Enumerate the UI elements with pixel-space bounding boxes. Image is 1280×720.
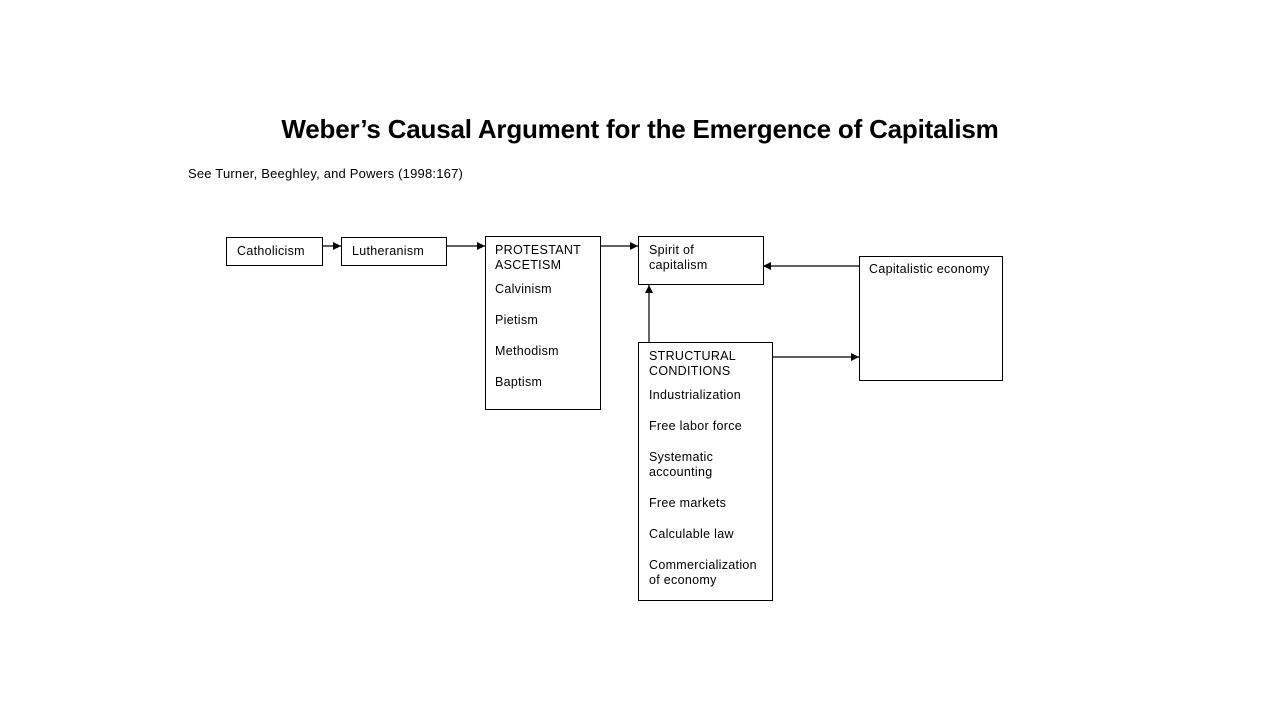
structural-item-calculable-law: Calculable law	[649, 527, 734, 541]
protestant-item-baptism: Baptism	[495, 375, 543, 389]
spirit-label: Spirit of capitalism	[649, 243, 708, 272]
capitalistic-economy-box: Capitalistic economy	[859, 256, 1003, 381]
spirit-of-capitalism-box: Spirit of capitalism	[638, 236, 764, 285]
structural-item-free-markets: Free markets	[649, 496, 727, 510]
structural-item-free-labor: Free labor force	[649, 419, 743, 433]
catholicism-box: Catholicism	[226, 237, 323, 266]
structural-heading: STRUCTURAL CONDITIONS	[649, 349, 737, 378]
protestant-heading: PROTESTANT ASCETISM	[495, 243, 582, 272]
structural-conditions-box: STRUCTURAL CONDITIONS Industrialization …	[638, 342, 773, 601]
structural-item-accounting: Systematic accounting	[649, 450, 714, 479]
protestant-item-pietism: Pietism	[495, 313, 539, 327]
capitalistic-label: Capitalistic economy	[869, 262, 990, 276]
protestant-ascetism-box: PROTESTANT ASCETISM Calvinism Pietism Me…	[485, 236, 601, 410]
lutheranism-label: Lutheranism	[352, 244, 425, 258]
protestant-item-methodism: Methodism	[495, 344, 559, 358]
protestant-item-calvinism: Calvinism	[495, 282, 552, 296]
citation-subtitle: See Turner, Beeghley, and Powers (1998:1…	[188, 166, 464, 181]
structural-item-commercialization: Commercialization of economy	[649, 558, 757, 587]
diagram-title: Weber’s Causal Argument for the Emergenc…	[281, 114, 999, 144]
catholicism-label: Catholicism	[237, 244, 305, 258]
structural-item-industrialization: Industrialization	[649, 388, 741, 402]
lutheranism-box: Lutheranism	[341, 237, 447, 266]
